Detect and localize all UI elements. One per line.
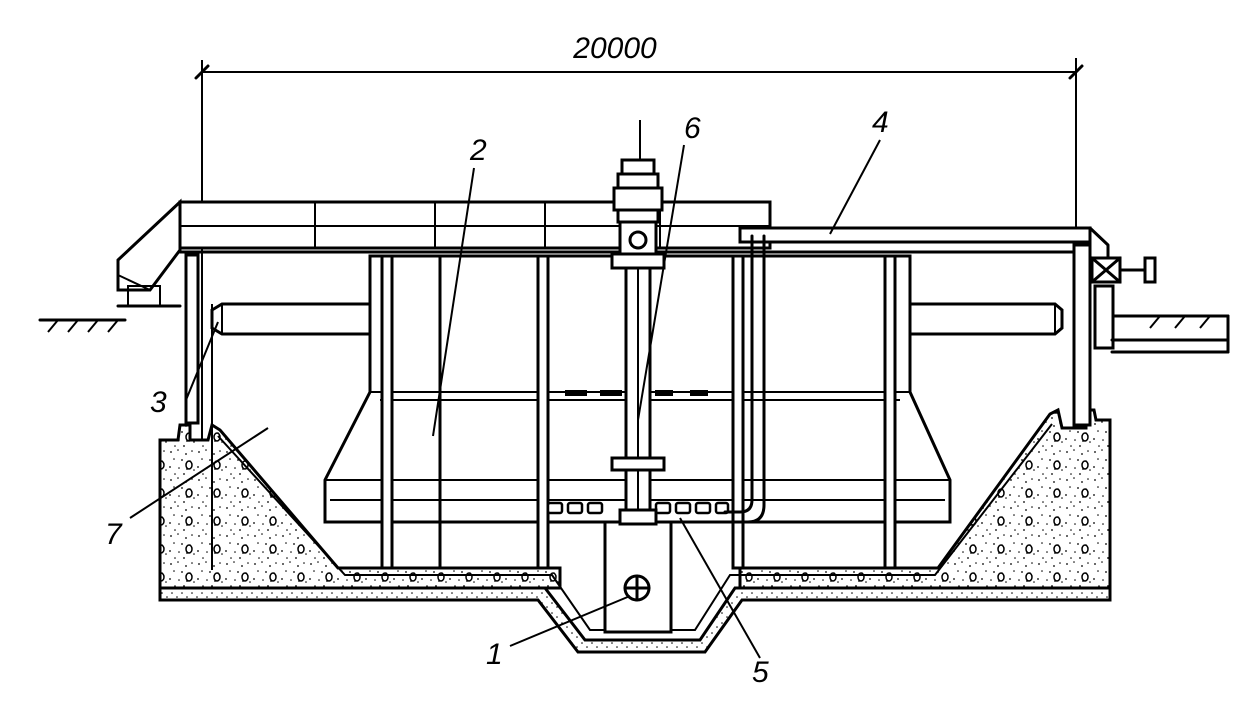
central-sump [603,520,673,634]
callout-labels: 2 6 4 3 7 1 5 [105,106,889,689]
tank-floor-sump [158,586,1112,654]
callout-4: 4 [872,106,889,139]
distribution-holes-5 [546,501,730,515]
support-posts [211,254,897,570]
ground-right [1108,314,1230,329]
collection-pipe-4 [738,226,1230,427]
callout-7: 7 [105,518,123,551]
callout-1: 1 [486,638,503,671]
callout-3: 3 [150,386,167,419]
leader-lines [129,139,881,659]
bridge-walkway [116,198,1087,425]
dimension-label: 20000 [572,32,657,65]
callout-6: 6 [684,112,701,145]
drive-mechanism-6 [610,120,666,526]
outlet-bend-pipe [723,234,766,524]
callout-5: 5 [752,656,769,689]
ground-left [38,318,127,333]
callout-2: 2 [469,134,487,167]
